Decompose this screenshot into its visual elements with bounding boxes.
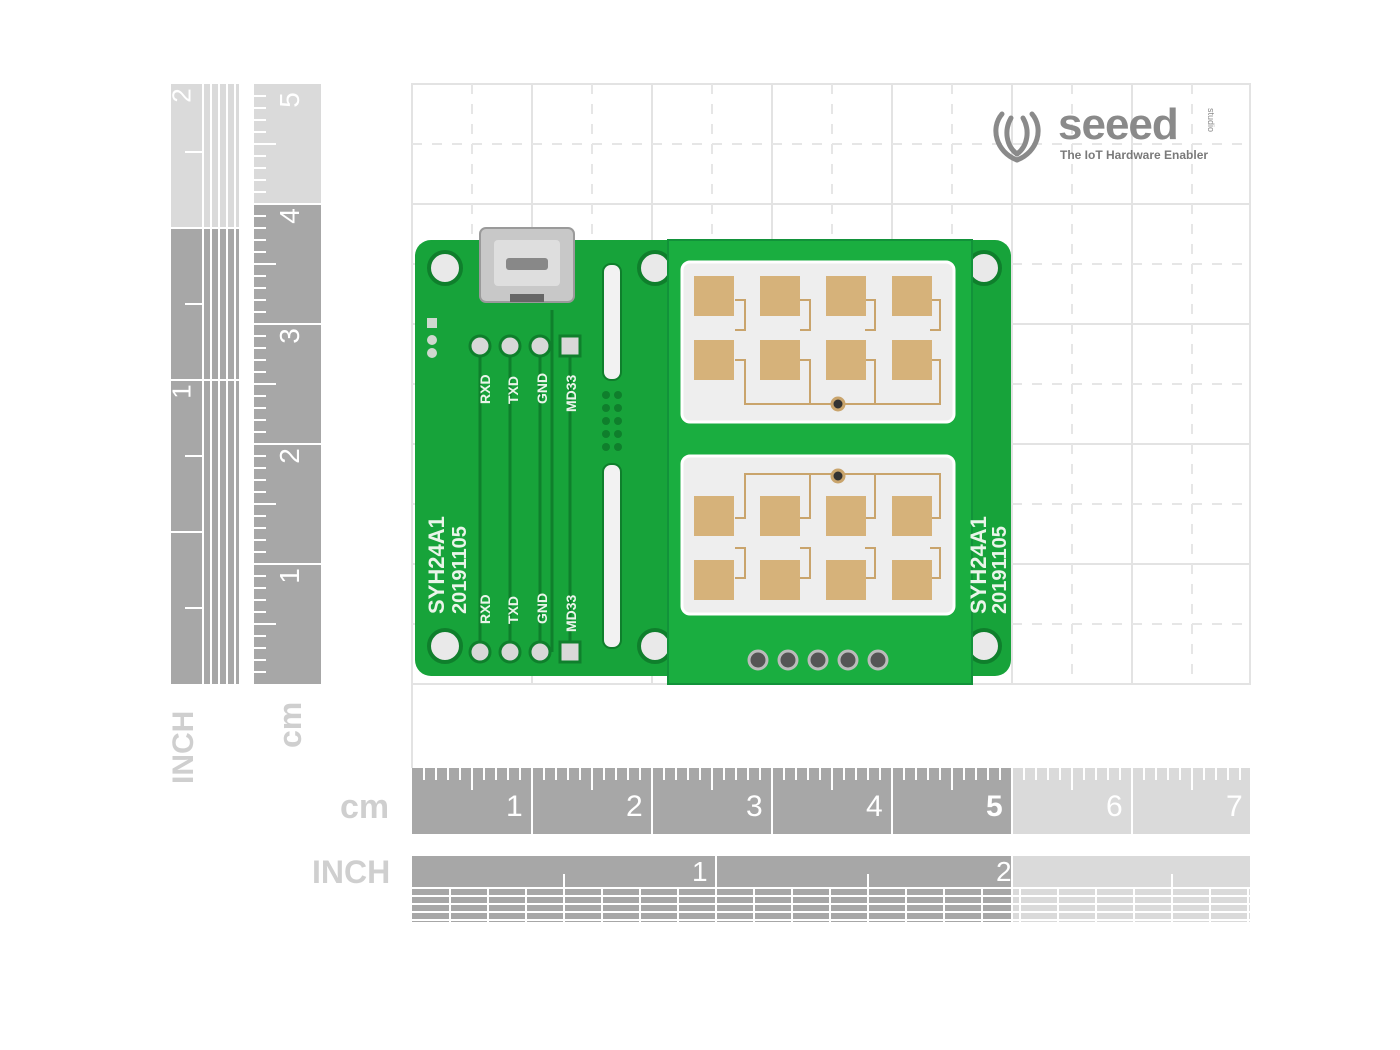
brand-name: seeed [1058, 100, 1179, 149]
silk-md33-top: MD33 [563, 374, 579, 412]
horizontal-inch-ruler: 1 2 [412, 856, 1250, 922]
hinch-1-label: 1 [692, 856, 708, 887]
silk-model-left: SYH24A1 [424, 516, 449, 614]
brand-tagline: The IoT Hardware Enabler [1060, 148, 1209, 162]
seeed-flame-icon [993, 111, 1041, 163]
silk-date-left: 20191105 [449, 526, 471, 614]
silk-date-right: 20191105 [989, 526, 1011, 614]
horizontal-inch-unit-label: INCH [312, 854, 391, 890]
micro-usb-connector [479, 227, 575, 303]
brand-suffix: studio [1206, 108, 1216, 133]
board-slot-top [602, 263, 622, 381]
top-pin-header [468, 334, 582, 358]
silk-md33-bottom: MD33 [563, 594, 579, 632]
hcm-1-label: 1 [506, 790, 523, 823]
silk-rxd-bottom: RXD [477, 594, 493, 624]
silk-model-right: SYH24A1 [966, 516, 991, 614]
vertical-inch-ruler: 1 2 [167, 84, 239, 684]
seeed-logo: seeed studio The IoT Hardware Enabler [984, 102, 1224, 168]
hinch-2-label: 2 [996, 856, 1012, 887]
antenna-patches [694, 276, 932, 600]
silk-gnd-bottom: GND [534, 593, 550, 624]
hcm-5-label: 5 [986, 790, 1003, 823]
board-slot-bottom [602, 463, 622, 649]
silk-rxd-top: RXD [477, 374, 493, 404]
silk-txd-top: TXD [505, 376, 521, 404]
silk-gnd-top: GND [534, 373, 550, 404]
bottom-pin-header [468, 640, 582, 664]
hcm-2-label: 2 [626, 790, 643, 823]
vertical-cm-ruler: 1 2 3 4 5 [254, 84, 321, 684]
hcm-3-label: 3 [746, 790, 763, 823]
horizontal-cm-ruler: 1 2 3 4 5 6 7 [412, 768, 1250, 834]
hcm-4-label: 4 [866, 790, 883, 823]
hcm-6-label: 6 [1106, 790, 1123, 823]
bottom-antenna-array [680, 454, 956, 616]
hcm-7-label: 7 [1226, 790, 1243, 823]
top-antenna-array [680, 260, 956, 424]
module-header-pins [747, 649, 889, 671]
horizontal-cm-unit-label: cm [340, 788, 390, 826]
silk-txd-bottom: TXD [505, 596, 521, 624]
